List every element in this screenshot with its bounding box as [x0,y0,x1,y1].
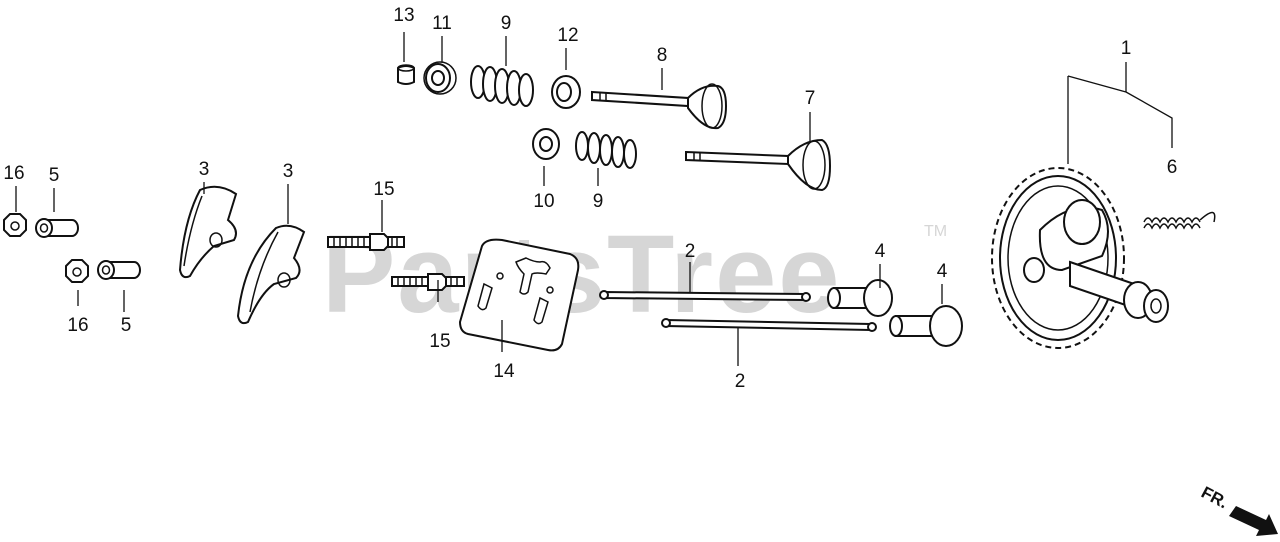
callout-16-upper: 16 [3,163,24,184]
front-label: FR. [1198,483,1231,513]
callout-4-lower: 4 [937,261,948,282]
watermark: PartsTree [322,213,841,336]
callout-7: 7 [805,88,816,109]
callout-4-upper: 4 [875,241,886,262]
part-6-spring [1143,211,1216,230]
callout-16-lower: 16 [67,315,88,336]
watermark-tm: TM [924,223,947,240]
part-12-valve-seal [551,75,581,109]
callout-12: 12 [557,25,578,46]
part-9-valve-spring-lower [575,131,637,169]
callout-11: 11 [432,13,452,34]
callout-9-lower: 9 [593,191,604,212]
part-15-stud-lower [391,273,465,291]
part-11-spring-retainer [423,61,457,95]
callout-14: 14 [493,361,515,382]
callout-9-upper: 9 [501,13,512,34]
callout-5-upper: 5 [49,165,60,186]
callout-13: 13 [393,5,414,26]
part-2-push-rod-upper [599,290,811,302]
part-5-pivot-lower [97,260,141,280]
part-4-tappet-lower [889,305,963,347]
part-14-guide-plate [458,238,580,352]
callout-3-left: 3 [199,159,210,180]
front-direction-indicator: FR. [1198,483,1278,536]
front-arrow-icon [1229,506,1278,536]
callout-15-lower: 15 [429,331,450,352]
callout-2-upper: 2 [685,241,696,262]
part-9-valve-spring-upper [470,65,534,107]
leader-lines [15,32,1173,366]
callout-3-right: 3 [283,161,294,182]
part-3-rocker-arm-right [236,224,306,325]
callout-5-lower: 5 [121,315,132,336]
callout-10: 10 [533,191,554,212]
part-7-intake-valve [685,138,832,192]
callout-1: 1 [1121,38,1132,59]
part-8-exhaust-valve [591,83,728,130]
part-13-valve-cap [397,64,415,85]
callout-2-lower: 2 [735,371,746,392]
callout-15-upper: 15 [373,179,394,200]
part-1-camshaft-gear [991,167,1169,349]
part-2-push-rod-lower [661,318,877,332]
part-15-stud-upper [327,233,405,251]
part-10-valve-rotator [532,128,560,160]
part-3-rocker-arm-left [178,185,238,279]
part-5-pivot-upper [35,218,79,238]
part-16-nut-lower [65,259,89,283]
part-4-tappet-upper [827,279,893,317]
callout-labels: 1 2 2 3 3 4 4 5 5 6 7 8 9 9 10 11 12 13 … [3,5,1177,392]
part-16-nut-upper [3,213,27,237]
callout-6: 6 [1167,157,1178,178]
callout-8: 8 [657,45,668,66]
